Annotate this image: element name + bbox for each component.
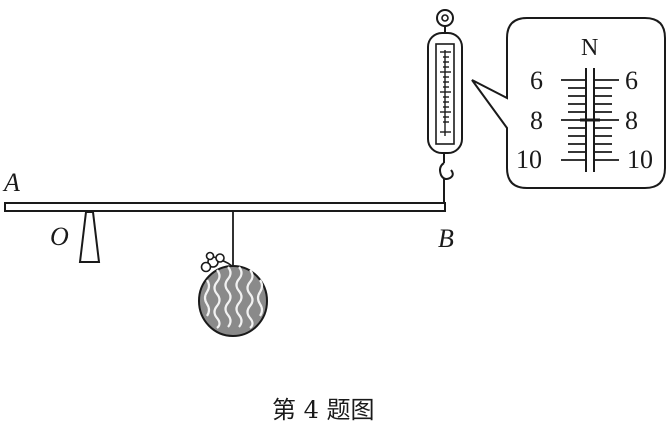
point-b-label: B	[438, 224, 454, 253]
scale-right-tick-10: 10	[627, 145, 653, 174]
figure-caption: 第 4 题图	[272, 396, 375, 424]
scale-unit-label: N	[581, 35, 598, 61]
fulcrum-icon	[78, 211, 101, 263]
point-a-label: A	[2, 168, 20, 197]
magnifier-callout-icon	[471, 17, 666, 189]
spring-scale-icon	[427, 9, 463, 154]
scale-right-tick-8: 8	[625, 106, 638, 135]
point-o-label: O	[50, 222, 69, 251]
scale-left-tick-6: 6	[530, 66, 543, 95]
scale-left-tick-10: 10	[516, 145, 542, 174]
scale-readout	[561, 68, 619, 172]
scale-left-tick-8: 8	[530, 106, 543, 135]
lever-bar	[4, 202, 446, 212]
watermelon-leaves	[200, 251, 233, 273]
scale-right-tick-6: 6	[625, 66, 638, 95]
hook-icon	[439, 152, 454, 204]
watermelon-icon	[198, 251, 268, 337]
